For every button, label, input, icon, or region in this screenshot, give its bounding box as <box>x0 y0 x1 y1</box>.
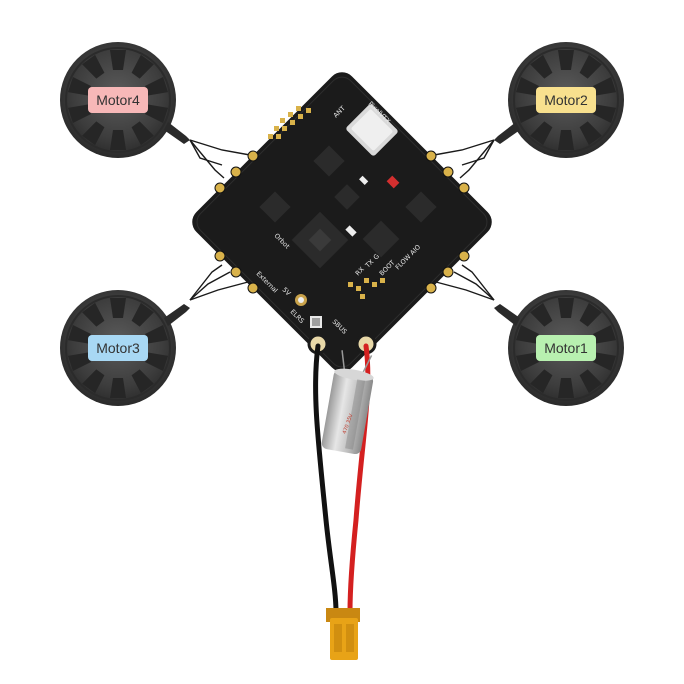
motor1-label-box <box>536 335 596 361</box>
motor4-label-box <box>88 87 148 113</box>
motor3-label: Motor3 <box>96 340 140 356</box>
board-gnd-text: G <box>372 252 381 261</box>
xt-connector <box>326 608 360 660</box>
motor2-label-box <box>536 87 596 113</box>
motor3-label-box <box>88 335 148 361</box>
motor1-label: Motor1 <box>544 340 588 356</box>
capacitor: 470 35V <box>321 350 374 455</box>
flight-controller-board <box>192 72 492 372</box>
gold-pad-cluster <box>268 106 311 139</box>
motor-wires <box>189 139 495 301</box>
motor4-label: Motor4 <box>96 92 140 108</box>
motor4: Motor4 <box>59 41 190 159</box>
motor2-label: Motor2 <box>544 92 588 108</box>
motor2: Motor2 <box>494 41 625 159</box>
motor-pads <box>214 150 470 294</box>
motor3: Motor3 <box>59 289 190 407</box>
negative-wire <box>313 343 339 615</box>
motor1: Motor1 <box>494 289 625 407</box>
